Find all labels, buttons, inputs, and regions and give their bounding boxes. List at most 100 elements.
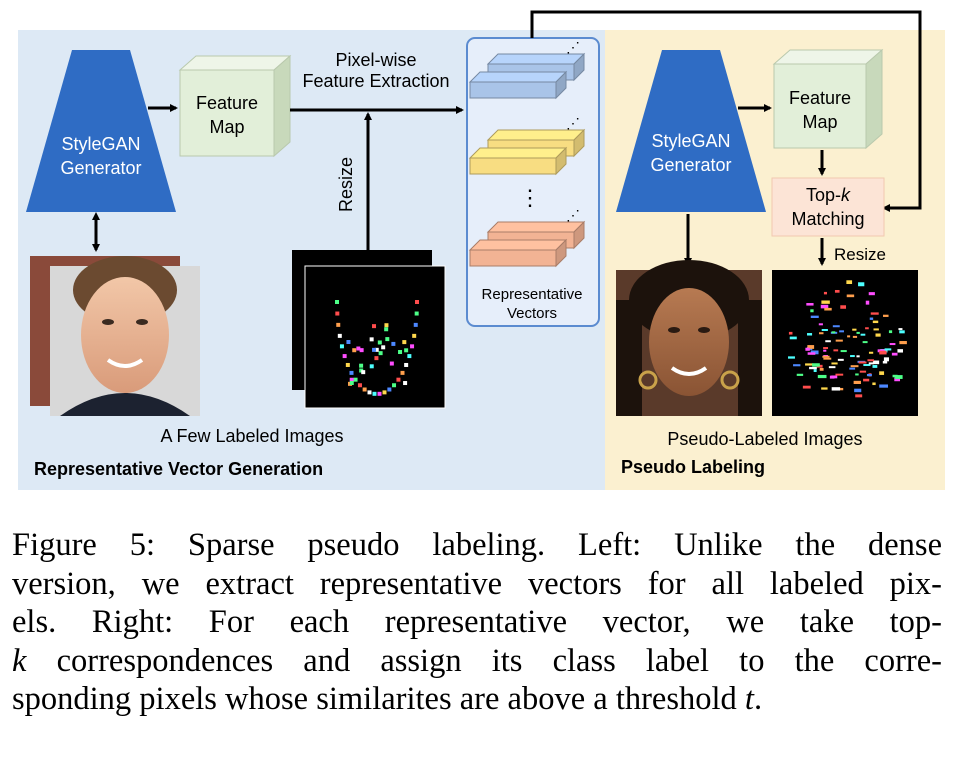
label-dot bbox=[879, 350, 887, 355]
vector-slab bbox=[468, 238, 568, 268]
label-dot bbox=[374, 356, 379, 361]
label-dot bbox=[823, 291, 827, 295]
label-dot bbox=[810, 309, 814, 313]
label-dot bbox=[838, 387, 844, 391]
label-dot bbox=[359, 348, 364, 353]
label-dot bbox=[828, 366, 836, 369]
label-dot bbox=[385, 337, 390, 342]
label-dot bbox=[859, 370, 867, 373]
label-dot bbox=[897, 349, 904, 353]
label-dot bbox=[831, 331, 836, 334]
sparse-label-maps bbox=[292, 250, 446, 409]
labeled-images-caption: A Few Labeled Images bbox=[160, 426, 343, 446]
label-dot bbox=[819, 332, 824, 335]
label-dot bbox=[872, 360, 880, 365]
generator-label-line2: Generator bbox=[60, 158, 141, 178]
caption-line-5: sponding pixels whose similarites are ab… bbox=[12, 680, 942, 719]
label-dot bbox=[410, 344, 415, 349]
label-dot bbox=[872, 382, 876, 386]
label-dot bbox=[807, 333, 813, 336]
label-dot bbox=[339, 344, 344, 349]
label-dot bbox=[823, 349, 827, 352]
label-dot bbox=[812, 363, 820, 367]
label-dot bbox=[855, 373, 859, 376]
label-dot bbox=[818, 323, 823, 326]
label-dot bbox=[807, 352, 816, 355]
label-dot bbox=[403, 381, 408, 386]
vector-slab bbox=[468, 70, 568, 100]
feature-map-right-label-line1: Feature bbox=[789, 88, 851, 108]
caption-line-5-text: sponding pixels whose similarites are ab… bbox=[12, 681, 737, 718]
arrow-vectors-to-topk bbox=[530, 10, 922, 212]
label-dot bbox=[369, 364, 374, 369]
feature-map-label-line1: Feature bbox=[196, 93, 258, 113]
label-dot bbox=[831, 387, 841, 391]
label-dot bbox=[824, 307, 832, 311]
label-dot bbox=[870, 312, 879, 315]
label-dot bbox=[899, 330, 905, 334]
label-dot bbox=[372, 347, 377, 352]
caption-line-4-text: correspondences and assign its class lab… bbox=[56, 642, 942, 679]
label-dot bbox=[847, 335, 851, 338]
label-dot bbox=[349, 370, 354, 375]
label-dot bbox=[898, 328, 903, 331]
label-dot bbox=[831, 375, 838, 379]
label-dot bbox=[396, 377, 401, 382]
label-dot bbox=[336, 322, 341, 327]
label-dot bbox=[402, 340, 407, 345]
label-dot bbox=[882, 360, 888, 364]
label-dot bbox=[899, 341, 907, 345]
label-dot bbox=[817, 374, 827, 379]
label-dot bbox=[860, 333, 866, 336]
label-dot bbox=[862, 341, 868, 344]
label-dot bbox=[852, 328, 857, 331]
label-dot bbox=[361, 370, 366, 375]
slab-ellipsis: ⋰ bbox=[566, 39, 580, 55]
topk-matching-box: Top-k Matching bbox=[771, 177, 885, 237]
stylegan-generator-left: StyleGAN Generator bbox=[26, 50, 176, 212]
label-dot bbox=[858, 361, 867, 364]
label-dot bbox=[867, 359, 874, 362]
label-dot bbox=[374, 347, 379, 352]
stylegan-generator-right: StyleGAN Generator bbox=[616, 50, 766, 212]
label-dot bbox=[879, 371, 885, 375]
label-dot bbox=[849, 367, 856, 370]
label-dot bbox=[822, 355, 830, 358]
label-dot bbox=[846, 294, 855, 298]
label-dot bbox=[853, 380, 861, 385]
label-dot bbox=[377, 340, 382, 345]
label-dot bbox=[392, 383, 397, 388]
label-dot bbox=[854, 388, 862, 393]
label-dot bbox=[389, 361, 394, 366]
generator-right-label-line1: StyleGAN bbox=[651, 131, 730, 151]
resize-label-right: Resize bbox=[834, 245, 886, 264]
label-dot bbox=[382, 390, 387, 395]
label-dot bbox=[356, 346, 361, 351]
label-dot bbox=[807, 345, 815, 349]
caption-var-t: t bbox=[744, 681, 754, 718]
label-dot bbox=[367, 390, 372, 395]
label-dot bbox=[872, 365, 878, 368]
feature-map-cube-left: Feature Map bbox=[178, 54, 292, 158]
label-dot bbox=[846, 280, 853, 285]
label-dot bbox=[391, 341, 396, 346]
label-dot bbox=[840, 350, 847, 353]
label-dot bbox=[868, 362, 874, 365]
left-section-title: Representative Vector Generation bbox=[34, 459, 323, 479]
label-dot bbox=[820, 304, 829, 309]
label-dot bbox=[342, 354, 347, 359]
vectors-label-line2: Vectors bbox=[507, 305, 557, 322]
label-dot bbox=[866, 373, 872, 377]
label-dot bbox=[415, 300, 419, 304]
label-dot bbox=[894, 375, 903, 379]
feature-map-cube-right: Feature Map bbox=[772, 48, 884, 150]
label-dot bbox=[835, 373, 844, 376]
label-dot bbox=[414, 311, 419, 316]
label-dot bbox=[372, 391, 377, 396]
label-dot bbox=[858, 282, 865, 287]
label-dot bbox=[833, 349, 839, 352]
label-dot bbox=[384, 323, 389, 328]
caption-line-1: Figure 5: Sparse pseudo labeling. Left: … bbox=[12, 527, 942, 563]
vertical-ellipsis: ⋮ bbox=[519, 185, 541, 210]
label-dot bbox=[891, 352, 898, 356]
